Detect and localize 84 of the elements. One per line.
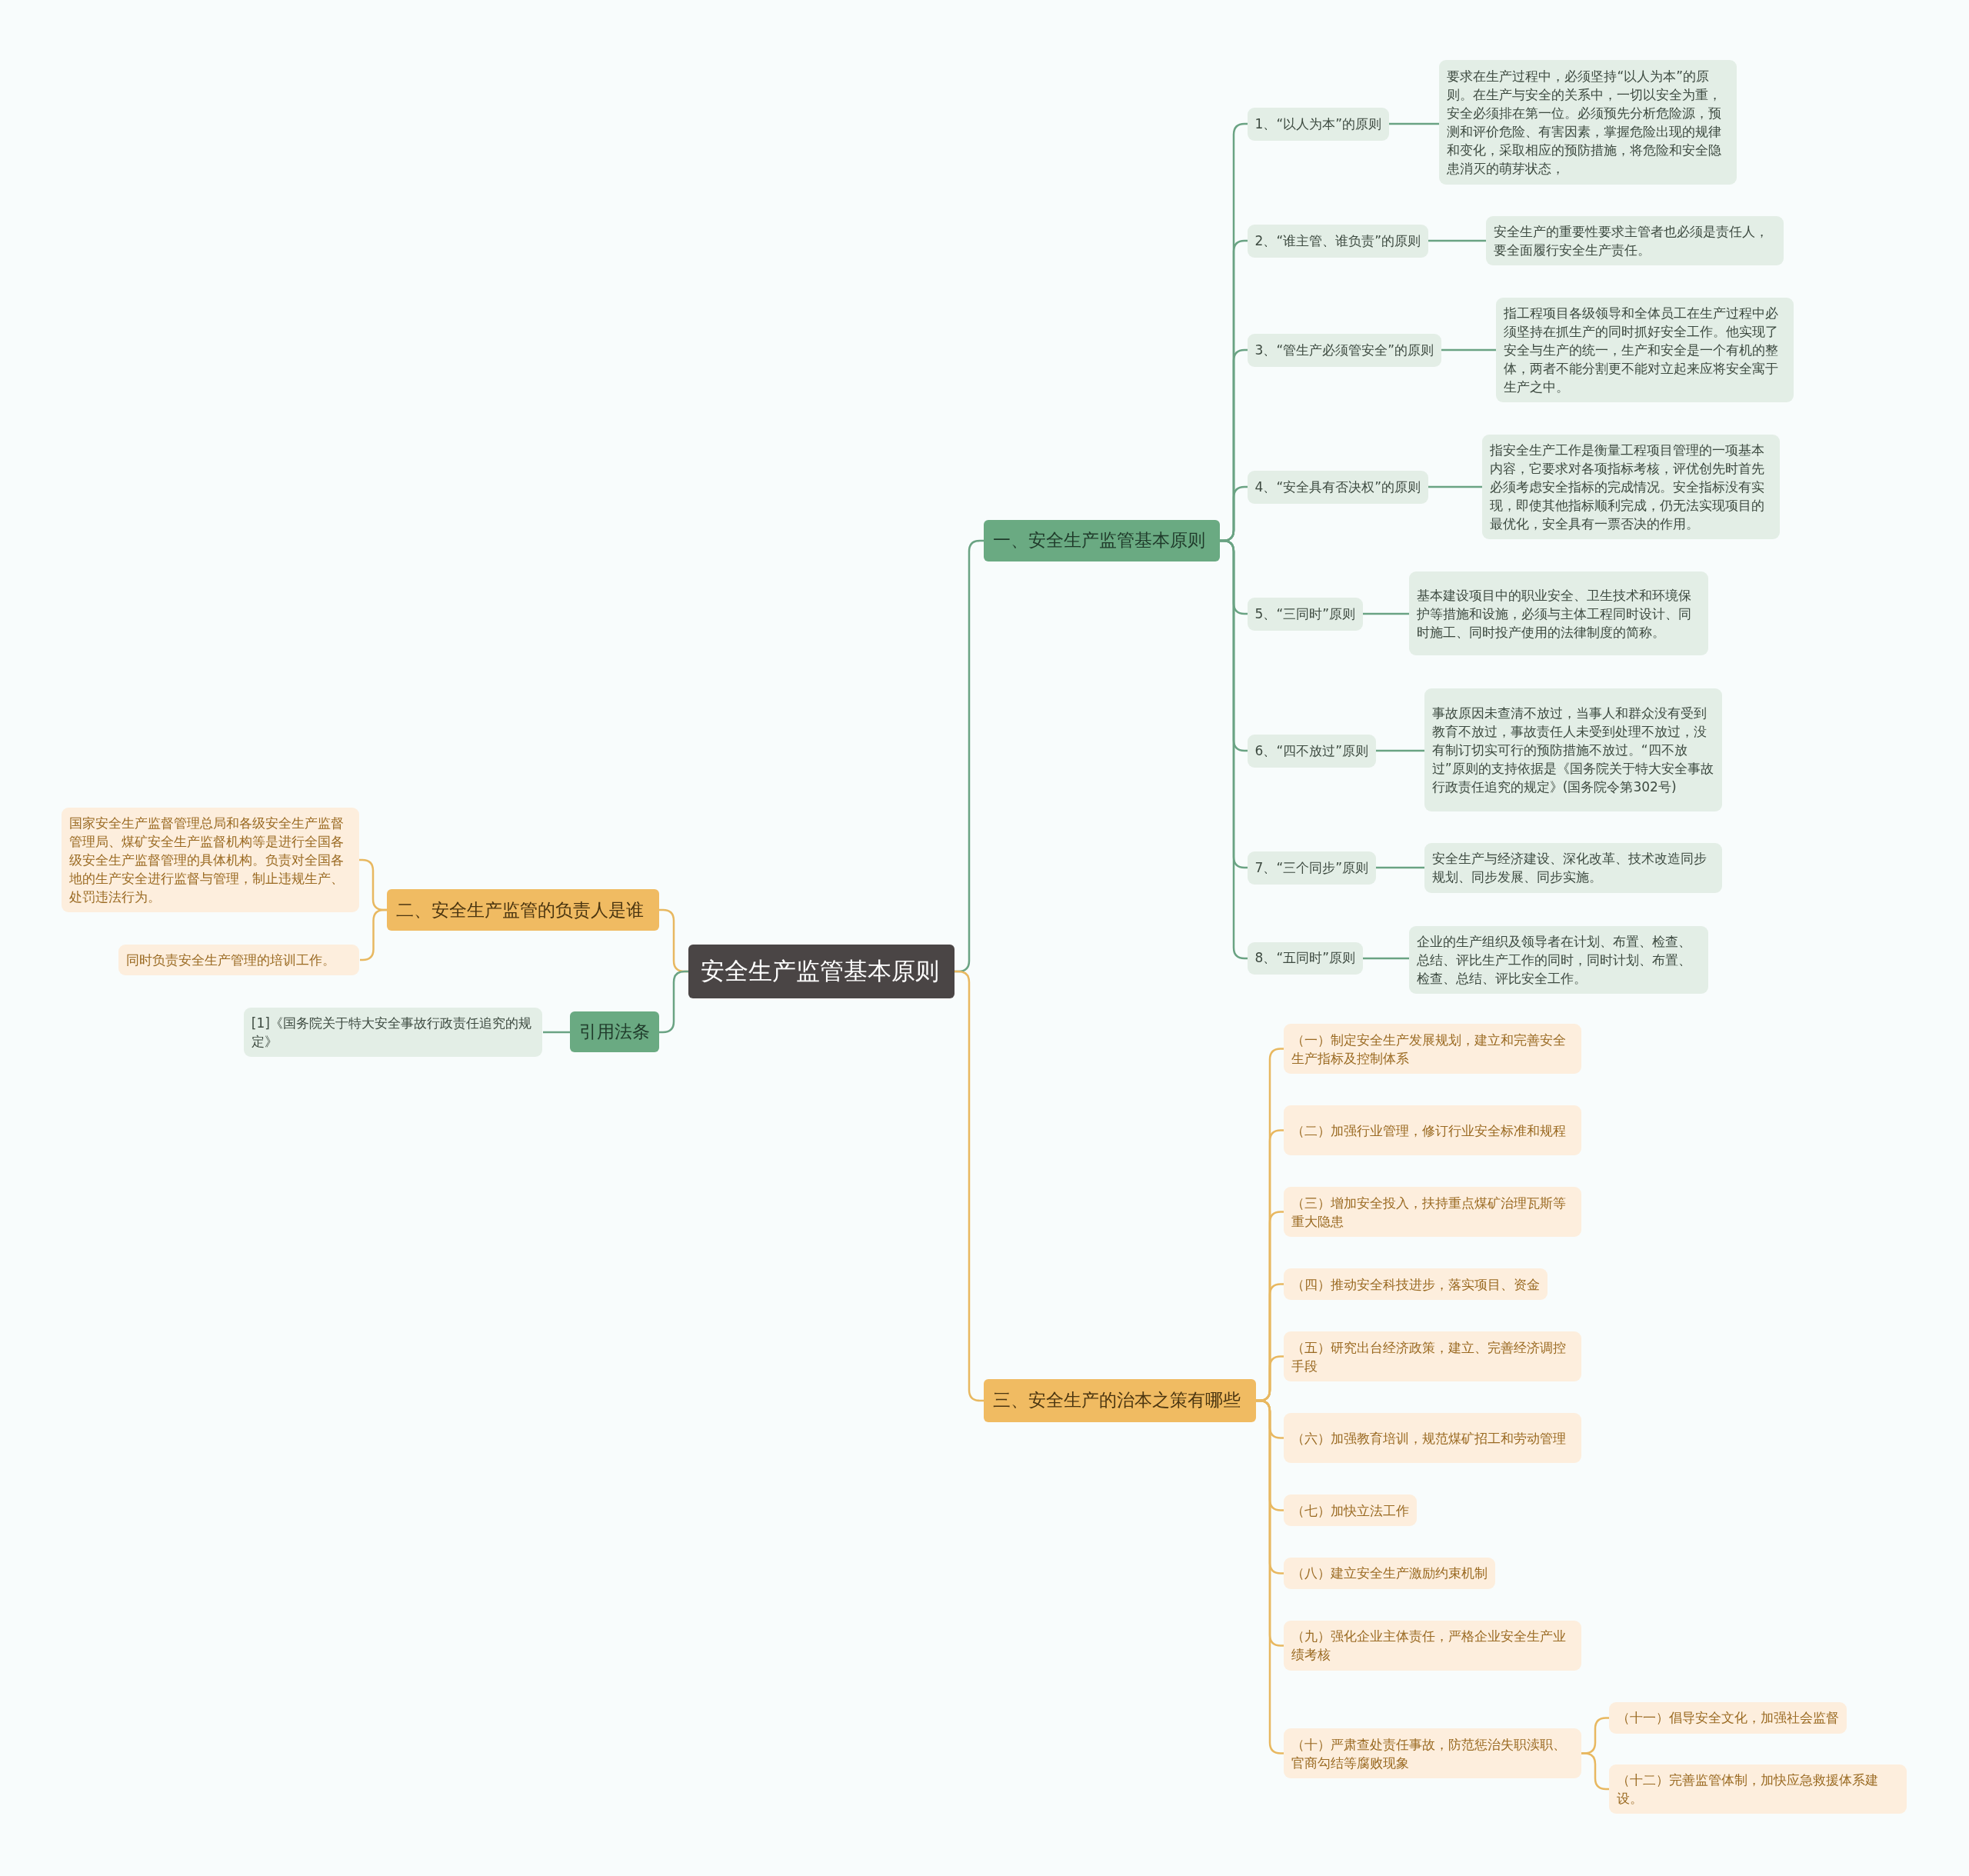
topic-text: （六）加强教育培训，规范煤矿招工和劳动管理 <box>1291 1429 1566 1448</box>
topic-text: （十一）倡导安全文化，加强社会监督 <box>1616 1709 1839 1728</box>
subtopic-box <box>118 945 360 975</box>
subtopic-box <box>1283 1331 1581 1382</box>
note-box <box>1481 435 1780 539</box>
topic-text: 基本建设项目中的职业安全、卫生技术和环境保护等措施和设施，必须与主体工程同时设计、同时施工、同时投产使用的法律制度的简称。 <box>1417 586 1693 641</box>
connector-line <box>1376 866 1424 869</box>
topic-text: 一、安全生产监管基本原则 <box>992 529 1205 552</box>
connector-line <box>1389 122 1439 125</box>
topic-text: （四）推动安全科技进步，落实项目、资金 <box>1291 1275 1540 1294</box>
topic-text: 三、安全生产的治本之策有哪些 <box>992 1389 1241 1412</box>
note-box <box>243 1007 543 1057</box>
connector-line <box>1428 239 1486 242</box>
note-box <box>1439 60 1737 185</box>
branch-topic <box>983 520 1220 561</box>
note-box <box>1424 842 1722 894</box>
topic-text: 国家安全生产监督管理总局和各级安全生产监督管理局、煤矿安全生产监督机构等是进行全国各级安全生产监督管理的具体机构。负责对全国各地的生产安全进行监督与管理，制止违规生产、处罚违法行为。 <box>69 815 345 906</box>
subtopic-box <box>1247 225 1428 258</box>
topic-text: 安全生产与经济建设、深化改革、技术改造同步规划、同步发展、同步实施。 <box>1431 850 1707 887</box>
topic-text: （九）强化企业主体责任，严格企业安全生产业绩考核 <box>1291 1628 1567 1664</box>
connector-line <box>360 908 387 961</box>
topic-text: 8、“五同时”原则 <box>1254 949 1355 968</box>
subtopic-box <box>1283 1728 1581 1779</box>
connector-line <box>1363 612 1409 615</box>
topic-text: （七）加快立法工作 <box>1291 1501 1409 1520</box>
subtopic-box <box>1247 735 1376 768</box>
subtopic-box <box>1247 108 1389 141</box>
note-box <box>1495 298 1794 402</box>
topic-text: [1]《国务院关于特大安全事故行政责任追究的规定》 <box>251 1014 532 1051</box>
subtopic-box <box>1283 1494 1417 1527</box>
note-box <box>1485 215 1784 265</box>
topic-text: 7、“三个同步”原则 <box>1254 858 1368 877</box>
topic-text: （二）加强行业管理，修订行业安全标准和规程 <box>1291 1121 1566 1140</box>
topic-text: 1、“以人为本”的原则 <box>1254 115 1381 134</box>
central-topic <box>688 945 955 999</box>
subtopic-box <box>1608 1764 1907 1814</box>
branch-topic <box>386 889 660 931</box>
subtopic-box <box>1247 598 1363 631</box>
connector-line <box>1256 1399 1284 1754</box>
topic-text: 同时负责安全生产管理的培训工作。 <box>125 951 335 969</box>
topic-text: （八）建立安全生产激励约束机制 <box>1291 1564 1488 1583</box>
note-box <box>1409 925 1708 994</box>
topic-text: 3、“管生产必须管安全”的原则 <box>1254 342 1434 360</box>
topic-text: 指安全生产工作是衡量工程项目管理的一项基本内容，它要求对各项指标考核，评优创先时首先必须考虑安全指标的完成情况。安全指标没有实现，即使其他指标顺利完成，仍无法实现项目的最优化，安全具有一票否决的作用。 <box>1489 442 1765 533</box>
topic-text: 5、“三同时”原则 <box>1254 605 1355 623</box>
subtopic-box <box>1283 1105 1581 1156</box>
subtopic-box <box>1247 471 1428 504</box>
topic-text: 事故原因未查清不放过，当事人和群众没有受到教育不放过，事故责任人未受到处理不放过，没有制订切实可行的预防措施不放过。“四不放过”原则的支持依据是《国务院关于特大安全事故行政责任追究的规定》(国务院令第302号) <box>1431 704 1714 796</box>
connector-line <box>1376 749 1424 752</box>
topic-text: 安全生产监管基本原则 <box>700 956 939 987</box>
topic-text: 2、“谁主管、谁负责”的原则 <box>1254 232 1421 250</box>
subtopic-box <box>1247 851 1376 885</box>
branch-topic <box>983 1379 1256 1422</box>
topic-text: （一）制定安全生产发展规划，建立和完善安全生产指标及控制体系 <box>1291 1031 1567 1068</box>
subtopic-box <box>1283 1620 1581 1671</box>
subtopic-box <box>1283 1413 1581 1464</box>
connector-line <box>1581 1752 1609 1791</box>
connector-line <box>543 1031 570 1034</box>
note-box <box>1424 688 1722 811</box>
subtopic-box <box>1283 1557 1495 1589</box>
subtopic-box <box>1247 334 1441 367</box>
subtopic-box <box>1608 1701 1847 1734</box>
topic-text: （三）增加安全投入，扶持重点煤矿治理瓦斯等重大隐患 <box>1291 1194 1567 1231</box>
connector-line <box>1363 957 1409 960</box>
note-box <box>1409 571 1708 656</box>
topic-text: （十二）完善监管体制，加快应急救援体系建设。 <box>1616 1771 1879 1808</box>
topic-text: 4、“安全具有否决权”的原则 <box>1254 478 1421 497</box>
topic-text: 引用法条 <box>579 1021 651 1043</box>
topic-text: （五）研究出台经济政策，建立、完善经济调控手段 <box>1291 1338 1567 1375</box>
branch-topic <box>570 1011 660 1053</box>
topic-text: 企业的生产组织及领导者在计划、布置、检查、总结、评比生产工作的同时，同时计划、布置、检查、总结、评比安全工作。 <box>1417 932 1693 988</box>
subtopic-box <box>1247 941 1363 975</box>
subtopic-box <box>62 808 360 912</box>
topic-text: （十）严肃查处责任事故，防范惩治失职渎职、官商勾结等腐败现象 <box>1291 1735 1567 1772</box>
subtopic-box <box>1283 1268 1548 1301</box>
topic-text: 二、安全生产监管的负责人是谁 <box>395 898 644 921</box>
topic-text: 6、“四不放过”原则 <box>1254 742 1368 760</box>
connector-line <box>1428 485 1482 488</box>
topic-text: 安全生产的重要性要求主管者也必须是责任人，要全面履行安全生产责任。 <box>1493 222 1769 259</box>
topic-text: 指工程项目各级领导和全体员工在生产过程中必须坚持在抓生产的同时抓好安全工作。他实现了安全与生产的统一，生产和安全是一个有机的整体，两者不能分割更不能对立起来应将安全寓于生产之中。 <box>1503 305 1779 396</box>
subtopic-box <box>1283 1187 1581 1238</box>
subtopic-box <box>1283 1023 1581 1075</box>
connector-line <box>1441 348 1496 352</box>
topic-text: 要求在生产过程中，必须坚持“以人为本”的原则。在生产与安全的关系中，一切以安全为重，安全必须排在第一位。必须预先分析危险源，预测和评价危险、有害因素，掌握危险出现的规律和变化，采取相应的预防措施，将危险和安全隐患消灭的萌芽状态， <box>1447 68 1723 178</box>
